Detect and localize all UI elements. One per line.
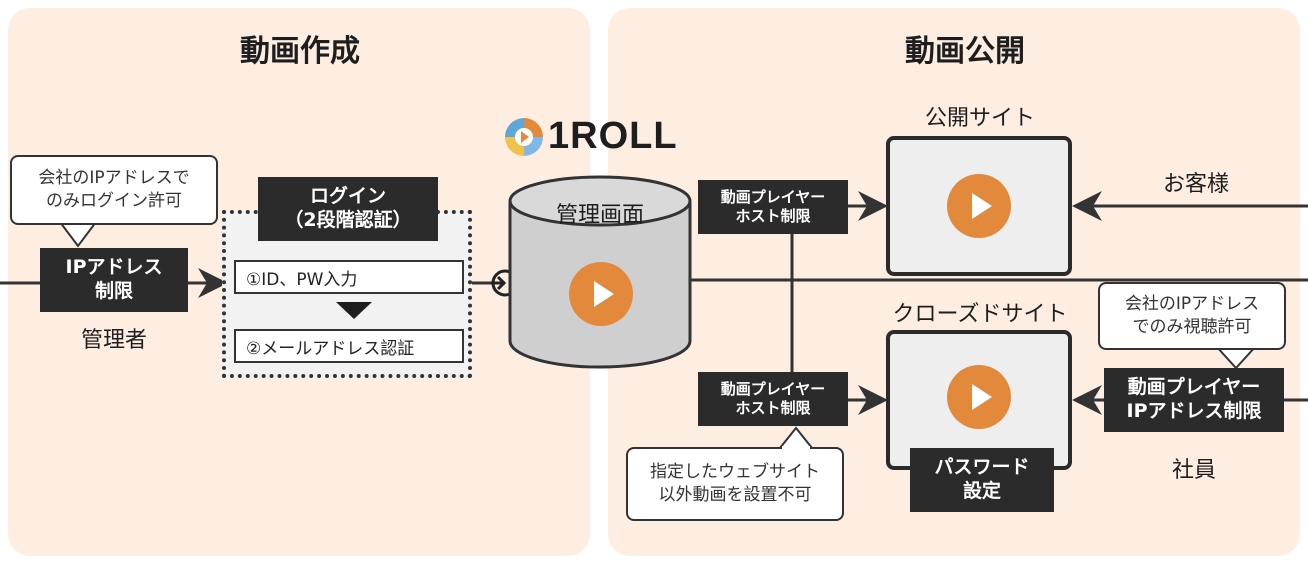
host-bottom-line-2: ホスト制限 [735,399,811,417]
closed-site-screen [886,330,1072,470]
host-top-line-1: 動画プレイヤー [720,188,826,207]
public-site-screen [886,136,1072,276]
employee-ip-callout: 会社のIPアドレス でのみ視聴許可 [1098,282,1286,350]
password-setting-box: パスワード 設定 [910,448,1054,512]
admin-screen-database: 管理画面 [508,175,692,371]
login-header: ログイン （2段階認証） [258,177,438,241]
employee-ip-restriction-box: 動画プレイヤー IPアドレス制限 [1104,368,1284,432]
host-callout-line-2: 以外動画を設置不可 [658,485,812,505]
logo-text: 1ROLL [548,115,678,157]
host-restriction-callout: 指定したウェブサイト 以外動画を設置不可 [626,447,844,521]
employee-callout-line-1: 会社のIPアドレス [1124,294,1260,315]
admin-ip-line-1: IPアドレス [65,256,163,279]
closed-site-label: クローズドサイト [892,302,1068,327]
password-line-1: パスワード [934,456,1030,479]
host-callout-tail [779,426,813,449]
employee-label: 社員 [1171,458,1216,483]
host-bottom-line-1: 動画プレイヤー [720,380,826,399]
admin-ip-callout: 会社のIPアドレスで のみログイン許可 [10,155,218,225]
publish-title: 動画公開 [905,34,1025,69]
host-restriction-bottom: 動画プレイヤー ホスト制限 [698,372,848,426]
logo-icon [505,118,543,156]
password-line-2: 設定 [962,480,1001,502]
customer-label: お客様 [1162,172,1229,197]
employee-ip-line-2: IPアドレス制限 [1126,400,1262,422]
closed-play-icon [947,365,1011,429]
admin-callout-tail [59,221,97,248]
db-play-icon [569,262,633,326]
login-header-line-2: （2段階認証） [284,209,412,231]
host-restriction-top: 動画プレイヤー ホスト制限 [698,180,848,234]
admin-callout-line-2: のみログイン許可 [46,191,182,211]
creation-title: 動画作成 [240,34,360,69]
login-step-id-pw: ①ID、PW入力 [234,260,464,294]
admin-ip-line-2: 制限 [94,280,133,302]
db-label: 管理画面 [555,203,644,228]
down-triangle-icon [336,302,372,319]
employee-callout-line-2: でのみ視聴許可 [1132,317,1252,337]
public-play-icon [947,174,1011,238]
login-header-line-1: ログイン [309,185,386,208]
admin-label: 管理者 [80,328,147,353]
login-step-email: ②メールアドレス認証 [234,329,464,363]
public-site-label: 公開サイト [924,106,1035,131]
admin-ip-restriction-box: IPアドレス 制限 [40,248,188,312]
host-top-line-2: ホスト制限 [735,207,811,225]
employee-ip-line-1: 動画プレイヤー [1127,376,1261,399]
host-callout-line-1: 指定したウェブサイト [650,462,820,483]
admin-callout-line-1: 会社のIPアドレスで [38,168,190,189]
